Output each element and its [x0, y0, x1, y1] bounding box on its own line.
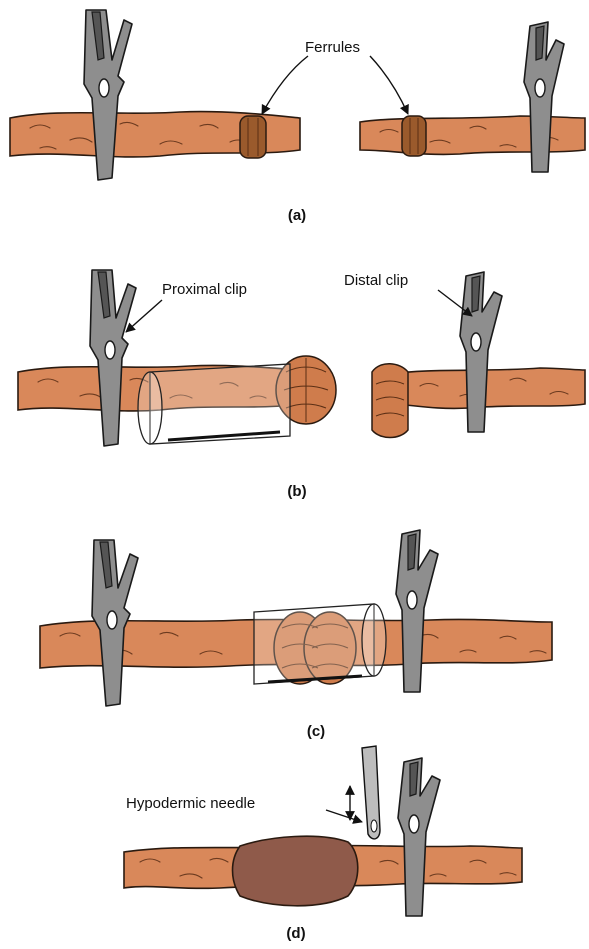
vessel-clip-right-c — [396, 530, 438, 692]
panel-d: Hypodermic needle (d) — [124, 746, 522, 942]
caption-b: (b) — [287, 483, 306, 500]
panel-a: Ferrules (a) — [10, 10, 585, 224]
everted-cuff-right-b — [372, 364, 408, 438]
glass-tube-c — [254, 604, 386, 684]
distal-clip-label: Distal clip — [344, 272, 408, 289]
ferrules-leader-right — [370, 56, 408, 114]
proximal-clip — [90, 270, 136, 446]
caption-a: (a) — [288, 207, 306, 224]
panel-c: (c) — [40, 530, 552, 740]
hypodermic-needle — [362, 746, 380, 839]
proximal-clip-label: Proximal clip — [162, 281, 247, 298]
ferrules-label: Ferrules — [305, 39, 360, 56]
panel-b: Proximal clip Distal clip (b) — [18, 270, 585, 500]
vessel-clip-right-d — [398, 758, 440, 916]
ferrule-right-a — [402, 116, 426, 156]
glass-tube-b — [138, 364, 290, 444]
caption-d: (d) — [286, 925, 305, 942]
ferrules-leader-left — [262, 56, 308, 114]
hypodermic-needle-label: Hypodermic needle — [126, 795, 255, 812]
hypodermic-needle-leader — [326, 810, 362, 822]
ferrule-left-a — [240, 116, 266, 158]
caption-c: (c) — [307, 723, 325, 740]
anastomosis-swelling-d — [233, 836, 358, 906]
